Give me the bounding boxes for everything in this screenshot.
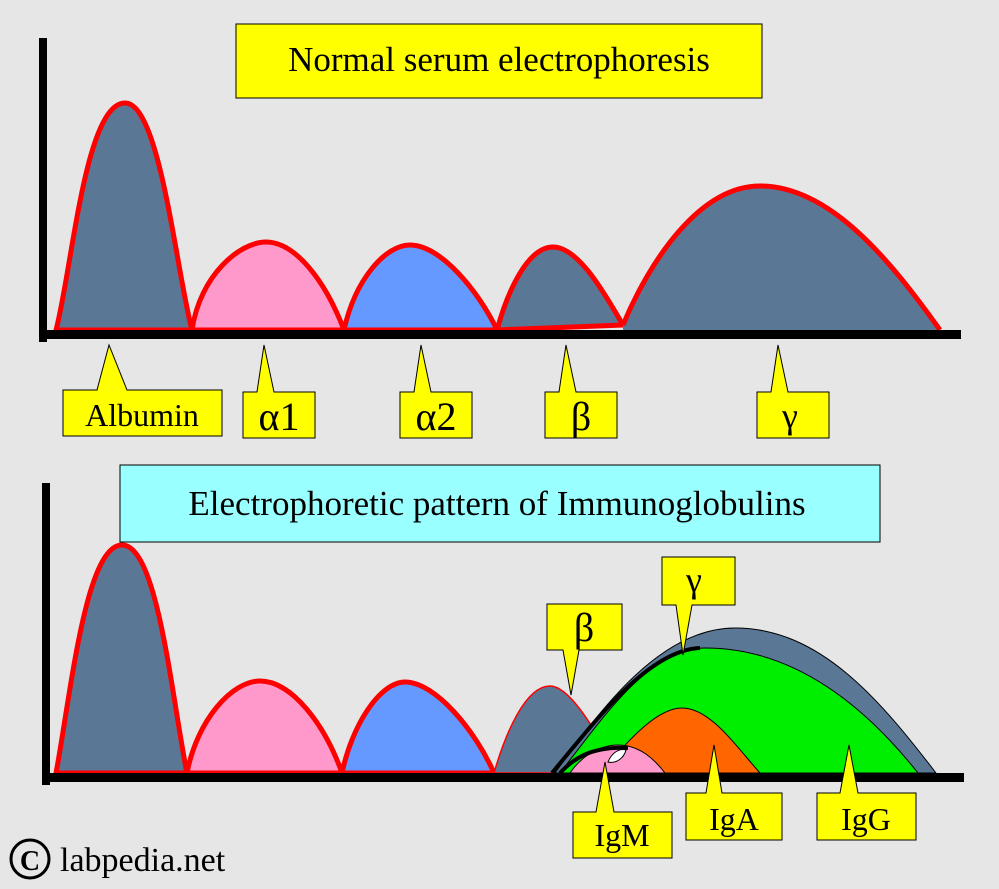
albumin-label: Albumin xyxy=(85,397,199,433)
gamma-peak xyxy=(623,186,940,330)
alpha2-callout: α2 xyxy=(399,344,473,439)
alpha1-label: α1 xyxy=(259,394,300,439)
albumin-peak xyxy=(53,100,195,333)
albumin-callout: Albumin xyxy=(62,343,223,437)
beta-callout: β xyxy=(544,344,618,439)
beta-label: β xyxy=(571,394,591,439)
bottom-x-axis xyxy=(42,773,964,782)
alpha2-peak-bottom xyxy=(339,679,497,776)
beta-peak xyxy=(494,244,626,333)
alpha1-peak-bottom xyxy=(184,678,345,776)
beta-label-bottom: β xyxy=(574,605,594,650)
igm-highlight xyxy=(607,749,627,763)
gamma-label: γ xyxy=(781,396,798,436)
igg-label: IgG xyxy=(841,801,891,837)
top-x-axis xyxy=(39,330,961,339)
copyright-icon xyxy=(9,838,51,880)
gamma-label-bottom: γ xyxy=(685,560,702,600)
gamma-callout: γ xyxy=(756,344,830,439)
bottom-panel: Electrophoretic pattern of Immunoglobuli… xyxy=(42,464,964,859)
watermark: C labpedia.net xyxy=(9,838,226,880)
alpha2-label: α2 xyxy=(416,394,457,439)
igg-callout: IgG xyxy=(816,744,917,841)
alpha1-peak xyxy=(189,239,347,333)
alpha1-callout: α1 xyxy=(242,344,316,439)
beta-callout-bottom: β xyxy=(546,603,623,696)
gamma-peak-outline xyxy=(620,183,943,332)
top-panel: Normal serum electrophoresis Albumin α1 … xyxy=(39,23,961,439)
igm-callout: IgM xyxy=(572,761,673,859)
iga-label: IgA xyxy=(709,801,759,837)
gamma-front-edge xyxy=(550,646,701,775)
alpha2-peak xyxy=(341,242,500,333)
top-title: Normal serum electrophoresis xyxy=(288,40,710,79)
igm-front-edge xyxy=(558,745,629,775)
top-y-axis xyxy=(39,38,47,342)
igm-label: IgM xyxy=(594,817,649,853)
albumin-peak-bottom xyxy=(53,542,190,776)
copyright-letter: C xyxy=(20,846,40,877)
bottom-title-box xyxy=(119,464,881,543)
watermark-text: labpedia.net xyxy=(60,842,226,879)
bottom-y-axis xyxy=(42,483,50,785)
iga-callout: IgA xyxy=(685,744,783,841)
top-title-box xyxy=(235,23,763,99)
gamma-callout-bottom: γ xyxy=(661,556,736,656)
bottom-title: Electrophoretic pattern of Immunoglobuli… xyxy=(188,484,805,523)
